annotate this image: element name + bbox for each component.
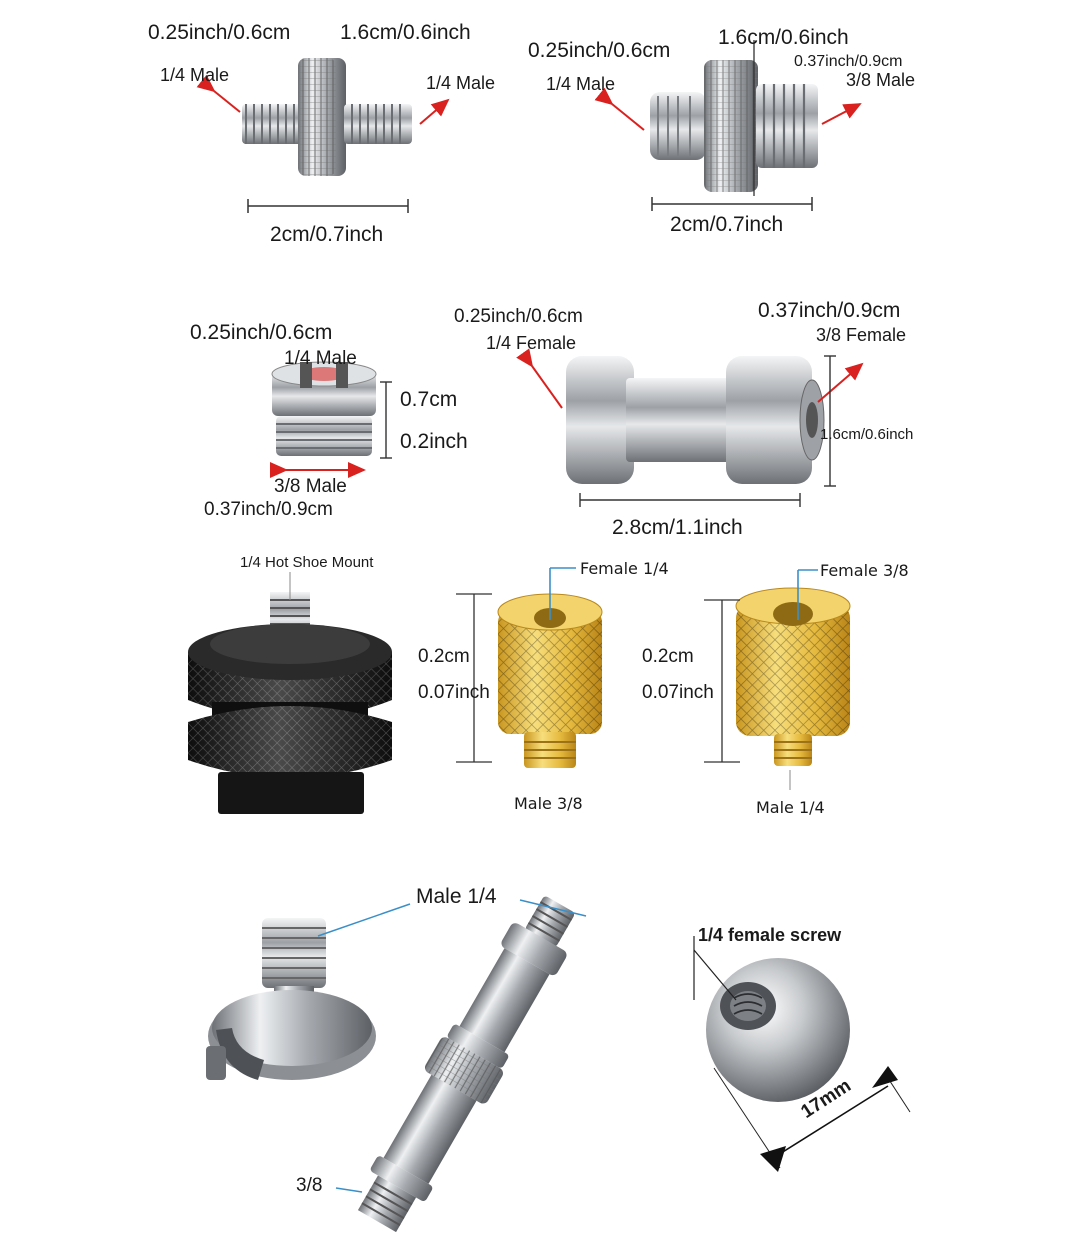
adapter-3-image bbox=[270, 361, 392, 478]
adapter-4-left-width: 0.25inch/0.6cm bbox=[454, 306, 583, 327]
adapter-8-bottom-thread: 3/8 bbox=[296, 1175, 323, 1196]
adapter-8b-image bbox=[357, 896, 575, 1233]
adapter-6-top-thread: Female 1/4 bbox=[580, 559, 669, 578]
adapter-8-top-thread: Male 1/4 bbox=[416, 885, 497, 908]
adapter-1-left-thread: 1/4 Male bbox=[160, 65, 230, 85]
adapter-1-length: 2cm/0.7inch bbox=[270, 223, 384, 246]
adapter-7-height-inch: 0.07inch bbox=[642, 682, 714, 703]
adapter-3-height-inch: 0.2inch bbox=[400, 430, 468, 453]
adapter-6-height-cm: 0.2cm bbox=[418, 646, 470, 667]
adapter-2-left-thread: 1/4 Male bbox=[546, 74, 616, 94]
adapter-2-top-width: 0.25inch/0.6cm bbox=[528, 39, 671, 62]
adapter-1-right-thread: 1/4 Male bbox=[426, 73, 496, 93]
adapter-3-top-thread: 1/4 Male bbox=[284, 348, 357, 369]
adapter-3-bottom-thread: 3/8 Male bbox=[274, 476, 347, 497]
adapter-4-image bbox=[516, 348, 864, 507]
adapter-3-bottom-width: 0.37inch/0.9cm bbox=[204, 499, 333, 520]
adapter-3-height-cm: 0.7cm bbox=[400, 388, 458, 411]
adapter-7-image bbox=[704, 569, 851, 790]
adapter-8a-image bbox=[206, 903, 411, 1080]
adapter-4-right-thread: 3/8 Female bbox=[816, 325, 907, 345]
adapter-4-height: 1.6cm/0.6inch bbox=[820, 426, 914, 443]
adapter-3-top-width: 0.25inch/0.6cm bbox=[190, 321, 333, 344]
adapter-1-image bbox=[196, 58, 450, 213]
adapter-9-label: 1/4 female screw bbox=[698, 925, 842, 945]
adapter-7-top-thread: Female 3/8 bbox=[820, 561, 909, 580]
adapter-6-height-inch: 0.07inch bbox=[418, 682, 490, 703]
adapter-2-flange-width: 1.6cm/0.6inch bbox=[718, 26, 849, 49]
adapter-4-length: 2.8cm/1.1inch bbox=[612, 516, 743, 539]
adapter-2-right-size: 0.37inch/0.9cm bbox=[794, 53, 903, 70]
adapter-4-right-width: 0.37inch/0.9cm bbox=[758, 299, 901, 322]
adapter-5-image bbox=[188, 572, 392, 814]
adapter-6-image bbox=[456, 567, 603, 768]
adapter-2-right-thread: 3/8 Male bbox=[846, 70, 916, 90]
adapter-1-top-width: 0.25inch/0.6cm bbox=[148, 21, 291, 44]
adapter-2-image bbox=[594, 40, 862, 211]
adapter-2-length: 2cm/0.7inch bbox=[670, 213, 784, 236]
adapter-5-label: 1/4 Hot Shoe Mount bbox=[240, 554, 374, 571]
adapter-6-bottom-thread: Male 3/8 bbox=[514, 794, 583, 813]
adapter-1-flange-width: 1.6cm/0.6inch bbox=[340, 21, 471, 44]
adapter-7-height-cm: 0.2cm bbox=[642, 646, 694, 667]
adapter-9-image bbox=[693, 936, 911, 1172]
adapter-4-left-thread: 1/4 Female bbox=[486, 333, 577, 353]
adapter-7-bottom-thread: Male 1/4 bbox=[756, 798, 825, 817]
